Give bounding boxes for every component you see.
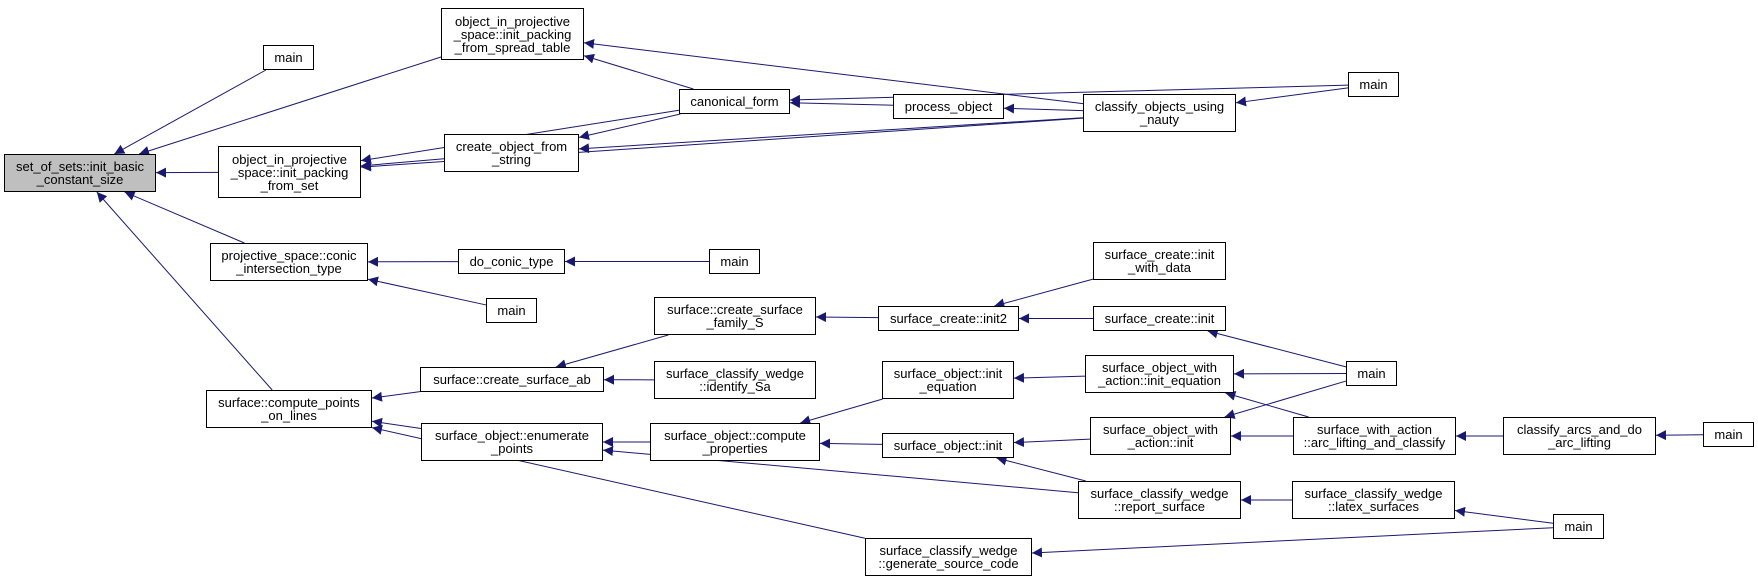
edge-classify_nauty-to-oips_spread [583,38,1084,105]
node-compute_props[interactable]: surface_object::compute _properties [650,423,820,461]
edge-init_eq-to-compute_props [800,398,883,426]
node-main_a[interactable]: main [263,45,314,70]
edge-canonical-to-create_obj [578,113,681,141]
edge-classify_nauty-to-create_obj [578,117,1084,154]
node-do_conic[interactable]: do_conic_type [458,249,565,274]
node-label: surface_create::init _with_data [1104,247,1215,275]
node-label: projective_space::conic _intersection_ty… [221,248,357,276]
node-latex[interactable]: surface_classify_wedge ::latex_surfaces [1292,481,1455,519]
node-label: surface_create::init2 [889,311,1008,326]
node-label: surface_classify_wedge ::generate_source… [878,543,1019,571]
node-oips_set[interactable]: object_in_projective _space::init_packin… [218,146,361,198]
node-swa_init_eq[interactable]: surface_object_with _action::init_equati… [1085,355,1234,393]
node-classify_nauty[interactable]: classify_objects_using _nauty [1083,94,1236,132]
node-label: set_of_sets::init_basic _constant_size [16,159,144,187]
node-label: classify_objects_using _nauty [1094,99,1225,127]
node-enumerate[interactable]: surface_object::enumerate _points [421,423,603,461]
node-label: classify_arcs_and_do _arc_lifting [1516,422,1643,450]
node-compute_points[interactable]: surface::compute_points _on_lines [206,390,372,428]
node-label: object_in_projective _space::init_packin… [453,13,572,55]
node-label: main [1357,366,1386,381]
edge-report-to-so_init [996,455,1086,482]
edge-classify_nauty-to-process_obj [1003,103,1084,114]
node-main_g[interactable]: main [1553,514,1604,539]
node-arc_lifting[interactable]: surface_with_action ::arc_lifting_and_cl… [1293,417,1456,455]
edge-main_g-to-gen_source [1031,527,1554,558]
node-main_c[interactable]: main [709,249,760,274]
node-label: surface_object::init [893,438,1003,453]
node-conic[interactable]: projective_space::conic _intersection_ty… [210,243,368,281]
node-label: surface_object_with _action::init [1103,422,1218,450]
node-main_e[interactable]: main [1346,361,1397,386]
node-identify_sa[interactable]: surface_classify_wedge ::identify_Sa [654,361,816,399]
edge-main_b-to-canonical [789,84,1349,105]
node-oips_spread[interactable]: object_in_projective _space::init_packin… [441,8,584,60]
node-label: object_in_projective _space::init_packin… [230,151,349,193]
node-report[interactable]: surface_classify_wedge ::report_surface [1078,481,1241,519]
edge-swa_init-to-so_init [1013,437,1091,448]
node-main_d[interactable]: main [486,298,537,323]
node-label: surface_object_with _action::init_equati… [1098,360,1221,388]
node-init_eq[interactable]: surface_object::init _equation [882,361,1014,399]
node-label: main [720,254,749,269]
node-label: surface_classify_wedge ::identify_Sa [665,366,805,394]
edge-main_e-to-swa_init [1224,380,1347,419]
edge-create_ab-to-compute_points [371,391,421,402]
edge-main_e-to-sc_init [1207,328,1347,368]
node-create_obj[interactable]: create_object_from _string [444,134,579,172]
node-gen_source[interactable]: surface_classify_wedge ::generate_source… [865,538,1032,576]
edge-conic-to-root [124,191,245,244]
node-label: surface_object::compute _properties [664,428,806,456]
edge-main_a-to-root [114,69,267,155]
edge-so_init-to-compute_props [819,438,883,449]
edge-main_d-to-conic [367,276,487,306]
node-family_s[interactable]: surface::create_surface _family_S [654,297,816,335]
edge-process_obj-to-canonical [789,98,894,109]
node-sc_init[interactable]: surface_create::init [1093,306,1226,331]
node-main_b[interactable]: main [1348,72,1399,97]
node-init_with_data[interactable]: surface_create::init _with_data [1093,242,1226,280]
node-label: surface_create::init [1104,311,1215,326]
node-label: surface::compute_points _on_lines [218,395,360,423]
edge-main_b-to-classify_nauty [1235,87,1349,107]
node-label: main [497,303,526,318]
node-label: canonical_form [690,94,779,109]
node-label: main [1564,519,1593,534]
edge-swa_init_eq-to-init_eq [1013,372,1086,383]
node-label: surface::create_surface_ab [433,372,591,387]
edge-arc_lifting-to-swa_init_eq [1225,390,1309,418]
edge-main_g-to-latex [1454,506,1554,524]
node-label: surface_object::init _equation [893,366,1003,394]
node-classify_arcs[interactable]: classify_arcs_and_do _arc_lifting [1503,417,1656,455]
node-label: main [1359,77,1388,92]
node-label: process_object [904,99,993,114]
edge-init2-to-family_s [815,312,879,323]
node-label: main [274,50,303,65]
node-label: surface_with_action ::arc_lifting_and_cl… [1303,422,1446,450]
node-label: main [1714,427,1743,442]
node-init2[interactable]: surface_create::init2 [878,306,1019,331]
node-root: set_of_sets::init_basic _constant_size [4,154,156,192]
edge-oips_spread-to-root [138,56,442,156]
node-main_f[interactable]: main [1703,422,1754,447]
node-so_init[interactable]: surface_object::init [882,433,1014,458]
edge-family_s-to-create_ab [555,334,669,370]
node-swa_init[interactable]: surface_object_with _action::init [1090,417,1231,455]
node-label: surface_classify_wedge ::report_surface [1090,486,1229,514]
node-process_obj[interactable]: process_object [893,94,1004,119]
edge-canonical-to-oips_spread [583,53,694,90]
node-label: surface::create_surface _family_S [667,302,803,330]
edge-init_with_data-to-init2 [994,278,1094,309]
node-label: do_conic_type [469,254,554,269]
node-label: create_object_from _string [455,139,568,167]
node-label: surface_classify_wedge ::latex_surfaces [1304,486,1443,514]
edge-create_obj-to-oips_set [360,158,445,171]
edge-enumerate-to-compute_points [371,417,422,430]
edge-compute_points-to-root [96,191,273,391]
node-label: surface_object::enumerate _points [435,428,589,456]
node-canonical[interactable]: canonical_form [679,89,790,114]
node-create_ab[interactable]: surface::create_surface_ab [420,367,604,392]
